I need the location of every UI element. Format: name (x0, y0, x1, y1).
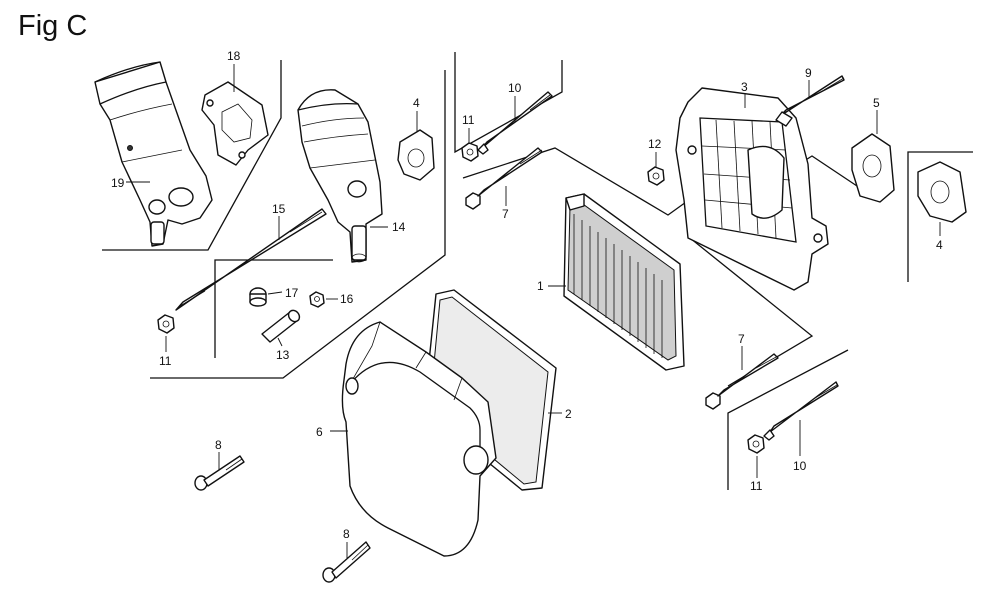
part-8-bolt-upper (194, 455, 245, 491)
callout-3: 3 (741, 80, 748, 94)
callout-19: 19 (111, 176, 125, 190)
part-9-bolt (775, 75, 845, 127)
callout-6: 6 (316, 425, 323, 439)
part-11-nut-bottom (747, 434, 765, 454)
leader-lines (126, 64, 941, 558)
callout-8-upper: 8 (215, 438, 222, 452)
part-4-gasket-left (397, 129, 435, 181)
part-11-nut-top (461, 142, 479, 162)
part-3-filter-base (675, 87, 829, 291)
part-7-bolt-top (465, 147, 543, 210)
part-16-nut (309, 291, 325, 308)
part-6-cover (341, 321, 497, 557)
callout-16: 16 (340, 292, 354, 306)
callout-11-left: 11 (159, 354, 172, 368)
callout-2: 2 (565, 407, 572, 421)
callout-labels: 19 18 14 4 15 11 17 16 13 11 10 7 1 2 6 … (111, 49, 943, 541)
part-11-nut-left (157, 314, 175, 334)
callout-4-right: 4 (936, 238, 943, 252)
callout-1: 1 (537, 279, 544, 293)
part-7-bolt-bottom (705, 353, 779, 410)
part-5-gasket (851, 133, 895, 203)
part-10-bolt-bottom (763, 381, 839, 441)
callout-12: 12 (648, 137, 662, 151)
callout-4-left: 4 (413, 96, 420, 110)
part-10-bolt-top (477, 91, 553, 155)
callout-17: 17 (285, 286, 299, 300)
part-1-filter-element (563, 193, 685, 371)
group-divider-lines (102, 52, 973, 490)
part-17-collar (249, 287, 267, 307)
part-8-bolt-lower (322, 541, 371, 583)
callout-10-top: 10 (508, 81, 522, 95)
part-13-spacer (261, 309, 301, 343)
callout-14: 14 (392, 220, 406, 234)
callout-7-top: 7 (502, 207, 509, 221)
part-15-stud (175, 208, 327, 311)
callout-11-top: 11 (462, 113, 475, 127)
callout-9: 9 (805, 66, 812, 80)
figure-title: Fig C (18, 10, 88, 42)
callout-10-bottom: 10 (793, 459, 807, 473)
part-14-intake-boot (297, 89, 383, 263)
callout-5: 5 (873, 96, 880, 110)
callout-13: 13 (276, 348, 290, 362)
part-4-gasket-right (917, 161, 967, 223)
callout-7-bottom: 7 (738, 332, 745, 346)
callout-8-lower: 8 (343, 527, 350, 541)
part-12-nut (647, 166, 665, 186)
callout-18: 18 (227, 49, 241, 63)
part-19-intake-elbow (94, 61, 213, 247)
part-18-gasket (201, 81, 269, 166)
callout-15: 15 (272, 202, 286, 216)
callout-11-bottom: 11 (750, 479, 763, 493)
